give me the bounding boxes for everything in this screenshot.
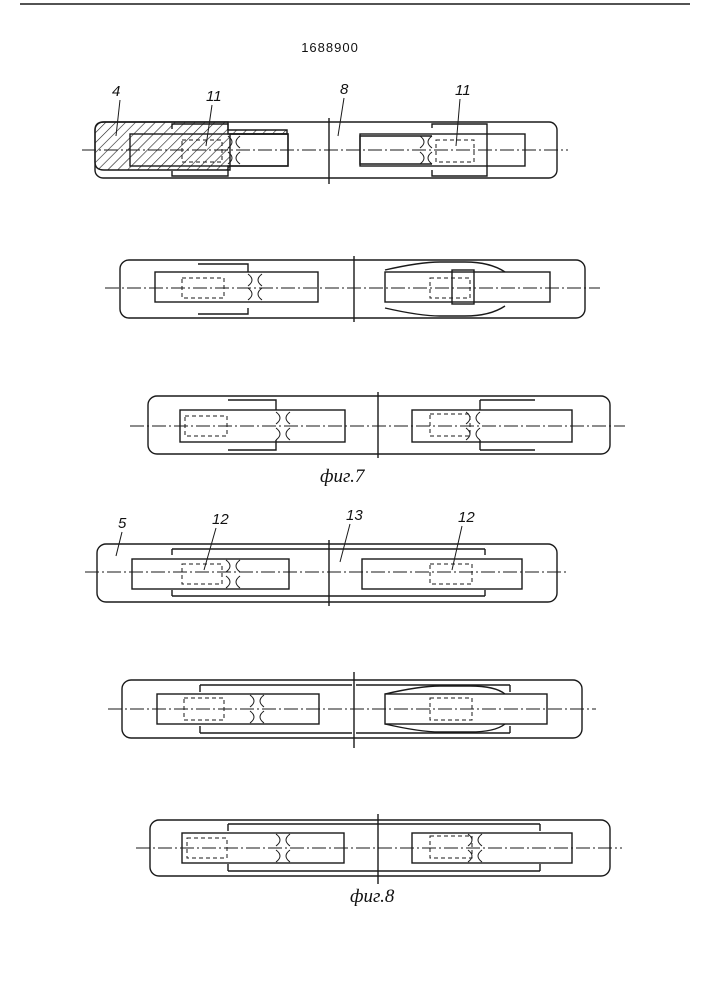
row2-right-insert-block [452,270,474,304]
fig8-row2-assembly [108,672,596,748]
right-dashed-insert-11 [436,140,474,162]
fig8-row3-sleeve [228,824,540,871]
fig7-row1-assembly [82,118,568,184]
fig7-caption: фиг.7 [320,466,366,487]
label-part-8: 8 [340,81,349,98]
figure-8: 5 12 13 12 фиг.8 [85,507,622,907]
right-dashed-insert-12 [430,564,472,584]
leader-part-13 [340,524,350,562]
fig8-caption: фиг.8 [350,886,395,907]
patent-number: 1688900 [301,40,359,55]
row3-right-dashed-insert [430,414,470,436]
sleeve-body-5 [97,544,557,602]
label-part-12-left: 12 [212,511,229,528]
sleeve-body-row2 [120,260,585,318]
hatched-housing-part-4 [95,122,287,170]
fig7-row2-assembly [105,256,600,322]
leader-part-8 [338,98,344,136]
fig7-row3-assembly [130,392,625,458]
row2-right-deformed-bushing [385,262,505,316]
label-part-11-right: 11 [455,82,471,99]
sleeve-body-row3 [148,396,610,454]
row2-left-notch [248,274,262,300]
label-part-13: 13 [346,507,363,524]
fig8-row3-right-dashed-insert [430,836,472,858]
label-part-12-right: 12 [458,509,475,526]
leader-part-12-right [452,526,462,570]
left-dashed-insert-12 [182,564,222,584]
label-part-4: 4 [112,83,120,100]
label-part-11-left: 11 [206,88,222,105]
fig8-row1-assembly [85,540,568,606]
fig8-row3-assembly [136,814,622,884]
label-part-5: 5 [118,515,127,532]
figure-7: 4 11 8 11 фиг.7 [82,81,625,487]
row2-left-core-rod [155,272,318,302]
fig8-row1-left-notch [226,560,240,588]
row2-right-core-rod [385,272,550,302]
